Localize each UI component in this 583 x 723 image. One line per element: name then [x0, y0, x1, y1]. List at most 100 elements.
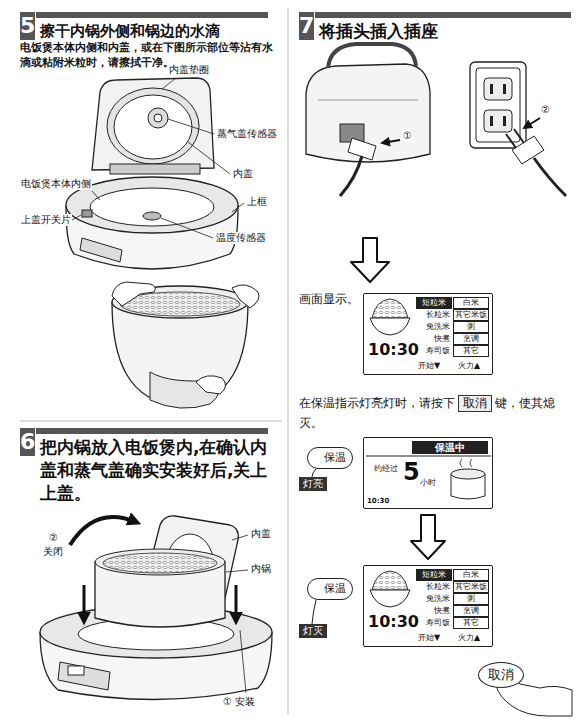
leader-line	[188, 142, 230, 174]
cooker-rear	[306, 64, 430, 162]
selected-menu-item: 短粒米	[416, 297, 452, 309]
step-number: 6	[20, 428, 35, 456]
menu-text: 烹调	[463, 334, 479, 344]
control-panel	[58, 662, 110, 690]
menu-text: 长粒米	[416, 309, 450, 321]
leader-line	[226, 570, 248, 572]
rice-bowl-rice	[372, 299, 408, 318]
hours-unit: 小时	[420, 478, 436, 488]
leader-line	[232, 203, 244, 212]
leader-line	[240, 630, 246, 693]
menu-text: 其它	[463, 346, 479, 356]
sentence-part: 在保温指示灯亮灯时，请按下	[299, 396, 455, 410]
instruction-text: 画面显示。	[299, 292, 359, 306]
power-cord	[534, 158, 566, 196]
action-label: 关闭	[42, 546, 64, 558]
lamp-state-tag: 灯灭	[299, 624, 327, 638]
column-divider	[288, 8, 289, 715]
plug-prongs	[506, 129, 524, 148]
menu-text: 寿司饭	[416, 617, 450, 629]
pot-rim	[95, 549, 225, 575]
leader-line	[161, 218, 213, 238]
cooker-lid	[92, 78, 214, 170]
cooker-icon-lid	[451, 469, 485, 479]
menu-key-hint: 开始▼	[418, 632, 440, 644]
flow-arrow	[411, 515, 445, 559]
button-text: 取消	[488, 667, 514, 683]
body-inside	[90, 188, 214, 226]
part-label: 温度传感器	[215, 232, 267, 244]
key-text: 取消	[463, 396, 487, 411]
steam-cap	[148, 108, 168, 128]
part-label: 内盖	[232, 168, 254, 180]
part-label: 内盖	[250, 528, 272, 540]
insert-arrow	[382, 140, 400, 143]
wall-plate-inner	[476, 68, 520, 142]
menu-text: 白米	[463, 570, 479, 580]
menu-item: 粥	[453, 593, 489, 605]
leader-line	[312, 469, 316, 477]
menu-text: 快煮	[416, 605, 450, 617]
flow-arrow	[351, 238, 389, 282]
close-arrow	[70, 517, 136, 545]
menu-item: 其它米饭	[453, 309, 489, 321]
button-text: 保温	[324, 582, 346, 596]
leader-line	[312, 600, 316, 624]
menu-item: 粥	[453, 321, 489, 333]
inner-lid	[114, 95, 192, 159]
outlet-slot	[490, 84, 493, 94]
elapsed-hours: 5	[403, 458, 420, 486]
menu-text: 粥	[467, 594, 475, 604]
menu-text: 长粒米	[416, 581, 450, 593]
lid-hinge	[110, 164, 200, 174]
callout-number: ②	[540, 104, 551, 116]
step-number: 7	[299, 12, 314, 40]
screen-banner: 保温中	[412, 441, 488, 454]
lcd-screen: 10:30短粒米白米其它米饭粥烹调其它长粒米免洗米快煮寿司饭开始▼火力▲	[363, 293, 493, 375]
lid-switch-tab	[82, 210, 92, 217]
leader-line	[168, 119, 214, 134]
display-window	[68, 666, 84, 675]
menu-text: 烹调	[463, 606, 479, 616]
section-divider	[20, 421, 282, 422]
rice	[103, 553, 217, 573]
leader-line	[162, 78, 176, 89]
wall-outlet	[484, 110, 512, 132]
step-title: 擦干内锅外侧和锅边的水滴	[40, 21, 220, 42]
part-label: 内盖垫圈	[168, 64, 210, 76]
menu-text: 寿司饭	[416, 345, 450, 357]
power-cord	[340, 156, 362, 196]
menu-text: 免洗米	[416, 593, 450, 605]
step-header: 5擦干内锅外侧和锅边的水滴	[20, 12, 282, 42]
menu-item: 白米	[453, 569, 489, 581]
control-panel	[80, 238, 122, 262]
inline-key: 取消	[458, 395, 492, 412]
temperature-sensor	[143, 212, 161, 220]
tag-text: 灯亮	[303, 477, 323, 491]
part-label: ① 安装	[222, 696, 256, 708]
part-label: 上盖开关片	[20, 214, 72, 226]
keep-warm-button: 保温	[307, 578, 353, 600]
steam-cap-center	[154, 114, 162, 122]
elapsed-label: 约经过	[374, 464, 398, 474]
menu-item: 白米	[453, 297, 489, 309]
step-header: 7将插头插入插座	[299, 12, 575, 42]
menu-text: 短粒米	[422, 570, 446, 580]
menu-item: 其它	[453, 617, 489, 629]
instruction-sentence: 在保温指示灯亮灯时，请按下取消键，使其熄灭。	[299, 393, 575, 433]
screen-rule	[366, 456, 491, 457]
clock-time: 10:30	[367, 497, 389, 506]
rice-bowl	[370, 590, 410, 607]
callout-number: ①	[402, 130, 413, 142]
rice-bowl-rice	[372, 571, 408, 590]
cooker-handle	[328, 44, 416, 68]
outlet-slot	[503, 84, 506, 94]
clock-time: 10:30	[368, 340, 419, 359]
menu-item: 其它	[453, 345, 489, 357]
hand	[196, 376, 226, 394]
sentence-part: 取消	[455, 396, 495, 410]
clock-time: 10:30	[368, 612, 419, 631]
